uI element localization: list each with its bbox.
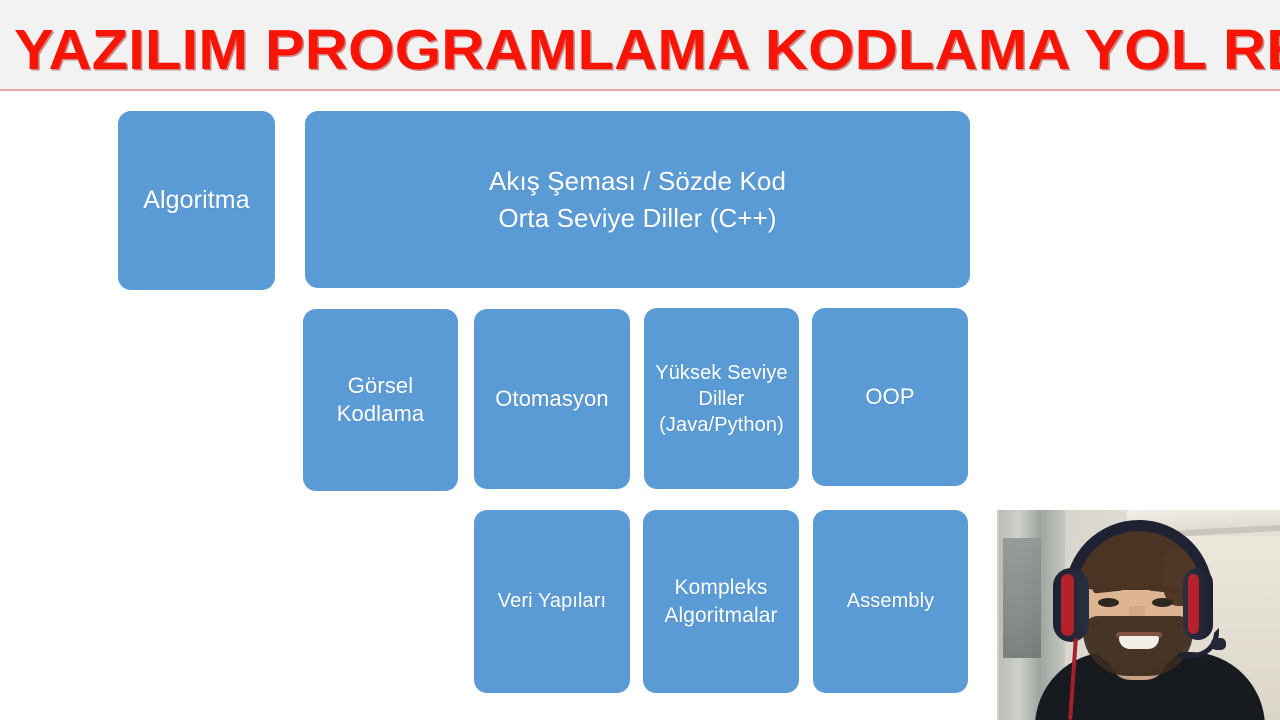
diagram-box-akis-sema[interactable]: Akış Şeması / Sözde Kod Orta Seviye Dill… bbox=[305, 111, 970, 288]
diagram-box-label: Veri Yapıları bbox=[497, 589, 607, 612]
webcam-video-frame bbox=[997, 510, 1280, 720]
diagram-box-gorsel-kodlama[interactable]: Görsel Kodlama bbox=[303, 309, 458, 491]
diagram-box-algoritma[interactable]: Algoritma bbox=[118, 111, 275, 290]
diagram-box-label: Kompleks Algoritmalar bbox=[664, 576, 778, 627]
diagram-box-assembly[interactable]: Assembly bbox=[813, 510, 968, 693]
diagram-box-kompleks-algoritmalar[interactable]: Kompleks Algoritmalar bbox=[643, 510, 799, 693]
diagram-box-veri-yapilari[interactable]: Veri Yapıları bbox=[474, 510, 630, 693]
diagram-box-label: OOP bbox=[865, 384, 915, 410]
headset-headband-icon bbox=[1065, 520, 1213, 612]
page-title: YAZILIM PROGRAMLAMA KODLAMA YOL REHBERI bbox=[14, 18, 1280, 82]
headset-earcup-left-accent bbox=[1061, 574, 1074, 636]
webcam-door-panel bbox=[1003, 538, 1041, 658]
diagram-box-label: Assembly bbox=[846, 589, 935, 612]
diagram-box-oop[interactable]: OOP bbox=[812, 308, 968, 486]
presenter-mouth bbox=[1119, 636, 1159, 649]
header-divider bbox=[0, 89, 1280, 91]
slide-header-band: YAZILIM PROGRAMLAMA KODLAMA YOL REHBERI bbox=[0, 0, 1280, 91]
diagram-box-otomasyon[interactable]: Otomasyon bbox=[474, 309, 630, 489]
headset-microphone-tip-icon bbox=[1211, 638, 1226, 650]
diagram-box-label: Akış Şeması / Sözde Kod Orta Seviye Dill… bbox=[488, 165, 787, 233]
headset-earcup-right-accent bbox=[1188, 574, 1199, 634]
diagram-box-label: Yüksek Seviye Diller (Java/Python) bbox=[655, 361, 788, 436]
diagram-box-yuksek-seviye-diller[interactable]: Yüksek Seviye Diller (Java/Python) bbox=[644, 308, 799, 489]
presenter-webcam-overlay[interactable] bbox=[997, 510, 1280, 720]
diagram-box-label: Otomasyon bbox=[495, 386, 609, 412]
diagram-box-label: Görsel Kodlama bbox=[336, 373, 425, 426]
diagram-box-label: Algoritma bbox=[143, 185, 250, 214]
presenter-upper-lip bbox=[1116, 632, 1162, 638]
